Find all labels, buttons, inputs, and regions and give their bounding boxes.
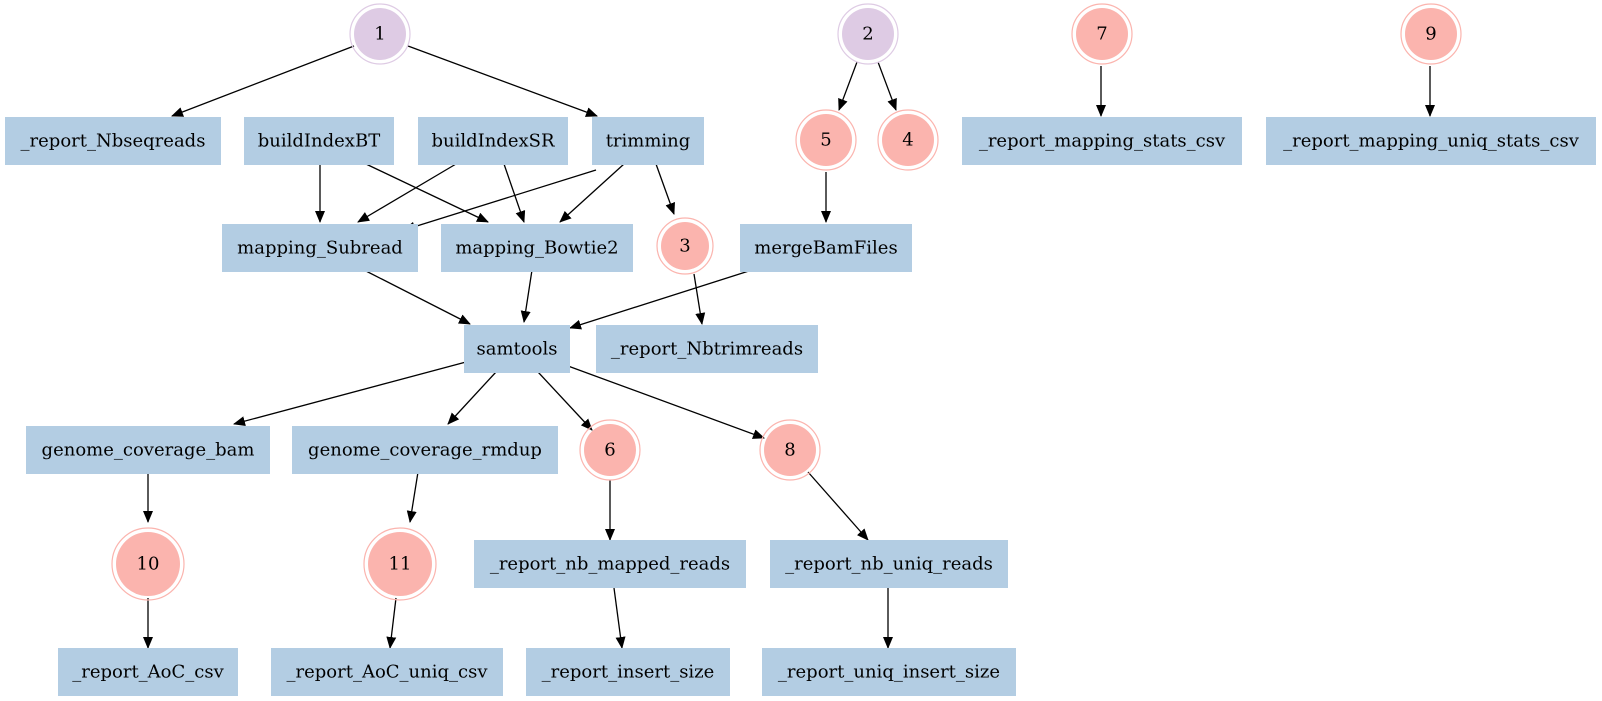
node-buildindexsr-label: buildIndexSR <box>431 131 555 152</box>
node-10-label: 10 <box>137 554 160 575</box>
node-report-nbtrimreads-label: _report_Nbtrimreads <box>611 339 803 360</box>
node-7[interactable]: 7 <box>1071 3 1133 65</box>
node-2-label: 2 <box>862 24 873 45</box>
node-10[interactable]: 10 <box>111 527 185 601</box>
edge-report-nb-mapped-reads-to-report-insert-size <box>613 587 626 649</box>
edge-samtools-to-8 <box>567 365 765 439</box>
node-11-label: 11 <box>389 554 412 575</box>
node-mapping-bowtie2[interactable]: mapping_Bowtie2 <box>441 224 633 272</box>
node-report-insert-size[interactable]: _report_insert_size <box>526 648 730 696</box>
node-report-insert-size-label: _report_insert_size <box>542 662 715 683</box>
node-samtools[interactable]: samtools <box>464 325 570 373</box>
edge-buildindexsr-to-mapping-bowtie2 <box>503 163 526 223</box>
node-9-label: 9 <box>1425 24 1436 45</box>
node-trimming-label: trimming <box>606 131 691 152</box>
node-report-mapping-uniq-stats-csv-label: _report_mapping_uniq_stats_csv <box>1283 131 1580 152</box>
node-genome-coverage-rmdup-label: genome_coverage_rmdup <box>308 440 542 461</box>
node-6[interactable]: 6 <box>579 419 641 481</box>
edge-3-to-report-nbtrimreads <box>693 273 706 325</box>
node-report-nb-uniq-reads-label: _report_nb_uniq_reads <box>785 554 993 575</box>
node-report-aoc-uniq-csv[interactable]: _report_AoC_uniq_csv <box>271 648 503 696</box>
node-4-label: 4 <box>902 130 913 151</box>
node-8-label: 8 <box>784 440 795 461</box>
node-report-nbtrimreads[interactable]: _report_Nbtrimreads <box>596 325 818 373</box>
node-samtools-label: samtools <box>477 339 558 360</box>
edges <box>143 45 1435 649</box>
node-9[interactable]: 9 <box>1400 3 1462 65</box>
edge-mapping-subread-to-samtools <box>363 269 471 325</box>
node-report-uniq-insert-size-label: _report_uniq_insert_size <box>778 662 1000 683</box>
node-trimming[interactable]: trimming <box>592 117 704 165</box>
edge-genome-coverage-rmdup-to-11 <box>406 471 419 523</box>
edge-1-to-trimming <box>407 45 598 117</box>
node-1-label: 1 <box>374 24 385 45</box>
node-mapping-bowtie2-label: mapping_Bowtie2 <box>455 238 618 259</box>
node-report-nbseqreads-label: _report_Nbseqreads <box>21 131 206 152</box>
edge-11-to-report-aoc-uniq-csv <box>386 597 397 649</box>
node-genome-coverage-rmdup[interactable]: genome_coverage_rmdup <box>292 426 558 474</box>
edge-mapping-bowtie2-to-samtools <box>520 269 533 323</box>
edge-1-to-report-nbseqreads <box>171 45 355 117</box>
edge-buildindexbt-to-mapping-bowtie2 <box>365 163 489 223</box>
edge-trimming-to-mapping-bowtie2 <box>559 163 625 223</box>
edge-8-to-report-nb-uniq-reads <box>807 471 869 541</box>
node-report-nbseqreads[interactable]: _report_Nbseqreads <box>5 117 221 165</box>
edge-trimming-to-3 <box>655 163 675 215</box>
node-genome-coverage-bam[interactable]: genome_coverage_bam <box>26 426 270 474</box>
node-report-mapping-uniq-stats-csv[interactable]: _report_mapping_uniq_stats_csv <box>1266 117 1596 165</box>
node-11[interactable]: 11 <box>363 527 437 601</box>
node-report-aoc-csv[interactable]: _report_AoC_csv <box>58 648 238 696</box>
edge-buildindexsr-to-mapping-subread <box>357 163 457 223</box>
edge-samtools-to-genome-coverage-bam <box>233 361 467 426</box>
node-genome-coverage-bam-label: genome_coverage_bam <box>42 440 255 461</box>
node-report-nb-mapped-reads-label: _report_nb_mapped_reads <box>490 554 730 575</box>
edge-2-to-5 <box>838 61 858 111</box>
node-report-aoc-csv-label: _report_AoC_csv <box>72 662 224 683</box>
node-3[interactable]: 3 <box>656 217 714 275</box>
node-mergebamfiles-label: mergeBamFiles <box>754 238 897 259</box>
node-buildindexbt[interactable]: buildIndexBT <box>244 117 394 165</box>
node-5[interactable]: 5 <box>795 109 857 171</box>
node-report-aoc-uniq-csv-label: _report_AoC_uniq_csv <box>286 662 488 683</box>
edge-mergebamfiles-to-samtools <box>569 269 753 330</box>
node-7-label: 7 <box>1096 24 1107 45</box>
node-3-label: 3 <box>679 236 690 257</box>
node-report-mapping-stats-csv[interactable]: _report_mapping_stats_csv <box>962 117 1242 165</box>
node-report-nb-mapped-reads[interactable]: _report_nb_mapped_reads <box>474 540 746 588</box>
node-mapping-subread[interactable]: mapping_Subread <box>222 224 418 272</box>
node-mergebamfiles[interactable]: mergeBamFiles <box>740 224 912 272</box>
node-1[interactable]: 1 <box>349 3 411 65</box>
node-buildindexbt-label: buildIndexBT <box>258 131 380 152</box>
node-buildindexsr[interactable]: buildIndexSR <box>418 117 568 165</box>
node-5-label: 5 <box>820 130 831 151</box>
node-report-uniq-insert-size[interactable]: _report_uniq_insert_size <box>762 648 1016 696</box>
node-report-nb-uniq-reads[interactable]: _report_nb_uniq_reads <box>770 540 1008 588</box>
node-2[interactable]: 2 <box>837 3 899 65</box>
node-8[interactable]: 8 <box>759 419 821 481</box>
node-report-mapping-stats-csv-label: _report_mapping_stats_csv <box>979 131 1226 152</box>
edge-samtools-to-genome-coverage-rmdup <box>447 371 497 425</box>
node-mapping-subread-label: mapping_Subread <box>237 238 403 259</box>
edge-trimming-to-mapping-subread <box>403 169 597 232</box>
edge-samtools-to-6 <box>537 371 593 431</box>
node-4[interactable]: 4 <box>877 109 939 171</box>
node-6-label: 6 <box>604 440 615 461</box>
edge-2-to-4 <box>877 61 897 111</box>
